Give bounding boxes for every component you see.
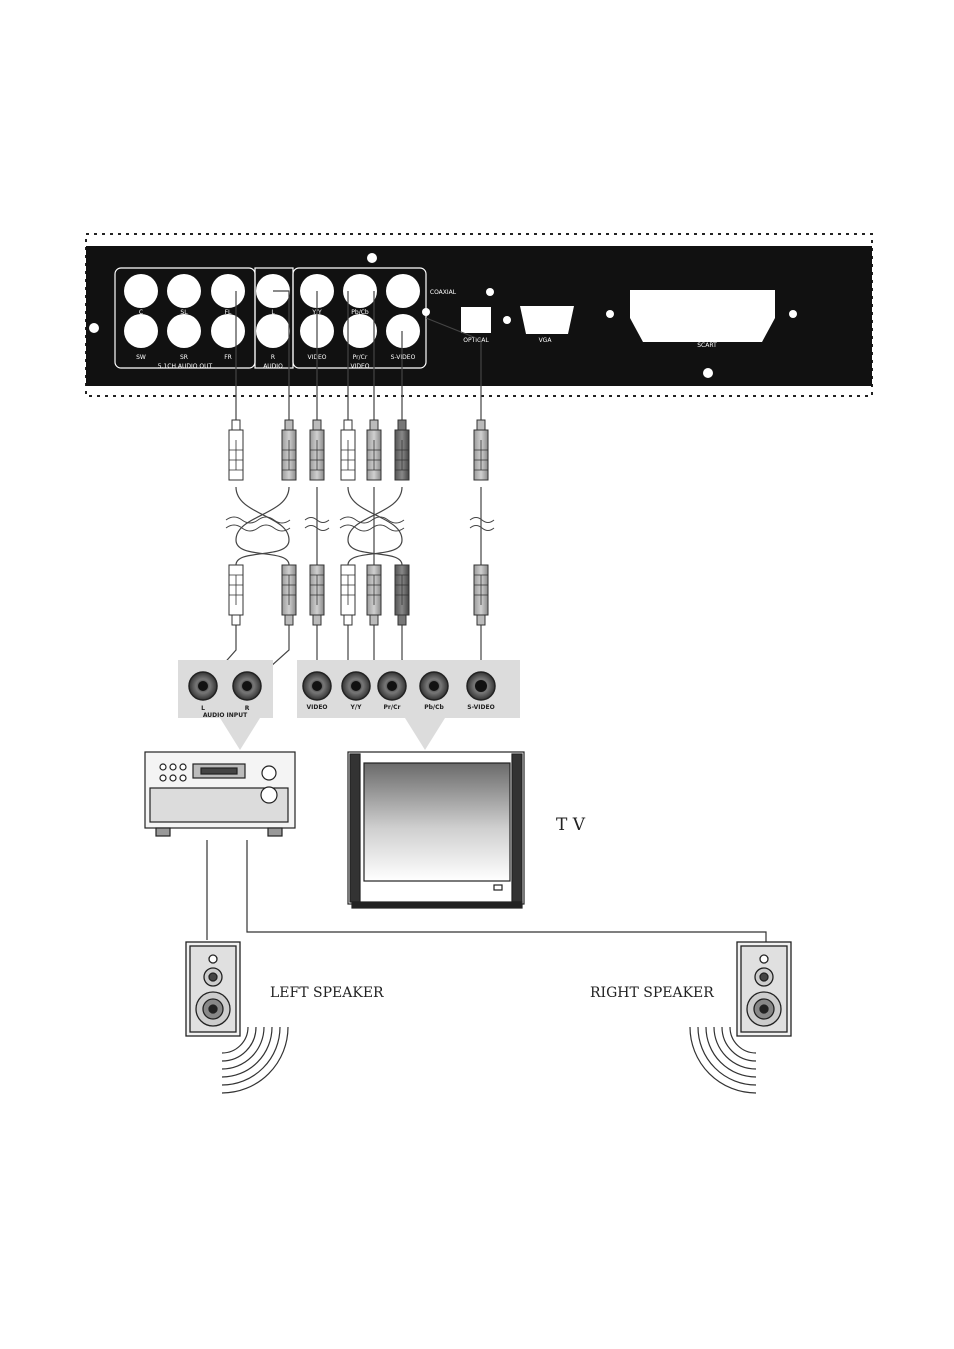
rca-plugs — [229, 420, 488, 625]
amp-label-l: L — [201, 705, 205, 712]
label-pr: Pr/Cr — [353, 354, 368, 361]
tv-input-panel: VIDEO Y/Y Pr/Cr Pb/Cb S-VIDEO — [297, 660, 520, 750]
jack-sw[interactable] — [124, 314, 158, 348]
label-fl: FL — [225, 309, 232, 316]
left-sound-waves — [222, 1027, 288, 1093]
left-speaker-icon — [186, 942, 240, 1036]
label-r: R — [271, 354, 275, 361]
tv-label-pr: Pr/Cr — [384, 704, 401, 711]
tv-label: T V — [556, 815, 586, 835]
jack-c[interactable] — [124, 274, 158, 308]
label-vga: VGA — [539, 337, 553, 344]
label-video-group: VIDEO — [350, 363, 369, 370]
right-sound-waves — [690, 1027, 756, 1093]
label-s-video: S-VIDEO — [391, 354, 416, 361]
label-scart: SCART — [697, 342, 717, 349]
scart-port[interactable] — [630, 290, 775, 342]
amp-label-audio-input: AUDIO INPUT — [203, 712, 248, 719]
label-c: C — [139, 309, 143, 316]
jack-audio-r[interactable] — [256, 314, 290, 348]
tv-label-pb: Pb/Cb — [424, 704, 444, 711]
jack-sl[interactable] — [167, 274, 201, 308]
amplifier-icon — [145, 752, 295, 836]
vga-port[interactable] — [520, 306, 574, 334]
label-audio: AUDIO — [263, 363, 283, 370]
label-coaxial: COAXIAL — [430, 289, 457, 296]
label-fr: FR — [224, 354, 232, 361]
tv-label-y: Y/Y — [350, 704, 363, 711]
jack-coaxial[interactable] — [386, 274, 420, 308]
jack-s-video[interactable] — [386, 314, 420, 348]
left-speaker-label: LEFT SPEAKER — [270, 985, 384, 1001]
label-sl: SL — [180, 309, 188, 316]
tv-label-video: VIDEO — [306, 704, 327, 711]
amp-input-panel: L R AUDIO INPUT — [178, 660, 273, 750]
tv-label-s-video: S-VIDEO — [467, 704, 494, 711]
jack-fl[interactable] — [211, 274, 245, 308]
label-sr: SR — [180, 354, 188, 361]
right-speaker-label: RIGHT SPEAKER — [590, 985, 714, 1001]
jack-sr[interactable] — [167, 314, 201, 348]
label-sw: SW — [136, 354, 146, 361]
right-speaker-icon — [737, 942, 791, 1036]
label-audio-out: 5.1CH AUDIO OUT — [158, 363, 213, 370]
amp-label-r: R — [245, 705, 250, 712]
optical-port[interactable] — [461, 307, 491, 333]
jack-fr[interactable] — [211, 314, 245, 348]
screw-hole-icon — [89, 323, 99, 333]
label-pb: Pb/Cb — [351, 309, 369, 316]
rear-panel: C SL FL L Y/Y Pb/Cb SW SR FR R VIDEO Pr/… — [86, 234, 872, 396]
tv-icon — [348, 752, 524, 908]
